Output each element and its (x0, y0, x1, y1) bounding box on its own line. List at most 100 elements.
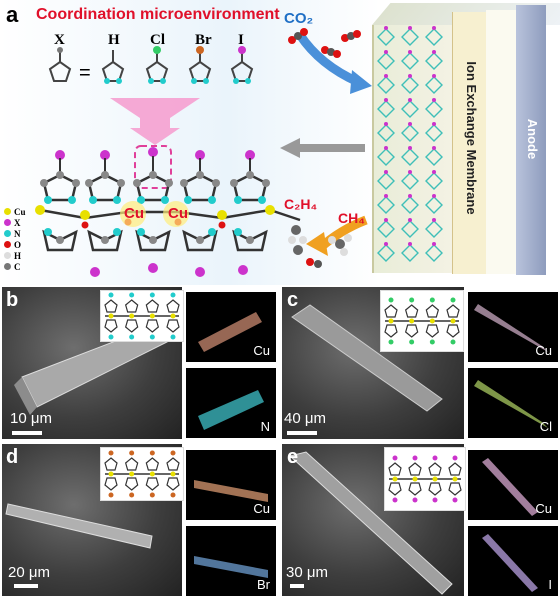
inset-structure-d (100, 447, 184, 501)
panel-a-title: Coordination microenvironment (36, 6, 280, 23)
crystal-unit (377, 244, 395, 262)
crystal-atom (432, 98, 436, 102)
legend-item-c: C (4, 261, 34, 272)
legend-item-x: X (4, 217, 34, 228)
scale-label-d: 20 μm (8, 564, 50, 581)
crystal-atom (408, 74, 412, 78)
inset-chain-diagram (388, 455, 462, 503)
substituent-label-i: I (238, 32, 244, 48)
crystal-atom (432, 242, 436, 246)
c2h4-label: C₂H₄ (284, 196, 318, 212)
crystal-atom (408, 122, 412, 126)
co2-label: CO₂ (284, 10, 314, 27)
legend-dot-x (4, 219, 11, 226)
eds-map-b-cu-label: Cu (253, 343, 270, 358)
crystal-e (288, 451, 453, 595)
crystal-atom (384, 218, 388, 222)
crystal-atom (384, 194, 388, 198)
legend-item-cu: Cu (4, 206, 34, 217)
crystal-atom (408, 218, 412, 222)
crystal-d (5, 503, 153, 549)
substituent-label-cl: Cl (150, 32, 165, 48)
legend-text: Cu (14, 206, 26, 217)
equals-sign: = (79, 62, 91, 84)
eds-signal (198, 312, 262, 352)
crystal-atom (408, 170, 412, 174)
crystal-unit (401, 100, 419, 118)
molecular-structure-diagram (35, 28, 372, 277)
crystal-unit (377, 28, 395, 46)
eds-map-e-i: I (468, 526, 558, 596)
eds-map-d-cu-label: Cu (253, 501, 270, 516)
eds-map-c-cl: Cl (468, 368, 558, 438)
crystal-unit (401, 244, 419, 262)
cu-label-right: Cu (168, 205, 188, 222)
inset-structure-c (380, 290, 464, 352)
eds-map-d-br-label: Br (257, 577, 270, 592)
inset-chain-diagram (104, 292, 180, 340)
inset-structure-e (384, 447, 466, 511)
eds-map-c-cu: Cu (468, 292, 558, 362)
grey-left-arrow (280, 138, 365, 158)
crystal-unit (401, 124, 419, 142)
eds-signal-region (198, 312, 262, 352)
crystal-unit (425, 148, 443, 166)
crystal-unit (425, 124, 443, 142)
crystal-atom (408, 242, 412, 246)
legend-text: N (14, 228, 21, 239)
scale-bar-d (14, 584, 38, 588)
panel-label-d: d (6, 446, 19, 468)
legend-dot-cu (4, 208, 11, 215)
eds-signal-region (194, 480, 268, 502)
crystal-unit (377, 148, 395, 166)
anode-label: Anode (525, 118, 540, 160)
crystal-atom (384, 74, 388, 78)
crystal-unit (425, 244, 443, 262)
eds-signal-region (482, 458, 538, 516)
crystal-unit (377, 196, 395, 214)
crystal-atom (408, 26, 412, 30)
eds-signal (482, 458, 538, 516)
legend-item-h: H (4, 250, 34, 261)
legend-text: H (14, 250, 22, 261)
crystal-unit (377, 100, 395, 118)
crystal-atom (432, 218, 436, 222)
crystal-c (291, 304, 443, 412)
legend-text: C (14, 261, 21, 272)
crystal-atom (432, 170, 436, 174)
crystal-unit (401, 28, 419, 46)
substituent-label-h: H (108, 32, 120, 48)
crystal-atom (408, 194, 412, 198)
panel-label-c: c (287, 289, 299, 311)
legend-text: O (14, 239, 22, 250)
crystal-b (14, 326, 168, 415)
crystal-unit (401, 52, 419, 70)
legend-text: X (14, 217, 21, 228)
crystal-unit (425, 76, 443, 94)
crystal-atom (432, 194, 436, 198)
crystal-atom (432, 74, 436, 78)
eds-signal (194, 556, 268, 578)
legend-item-n: N (4, 228, 34, 239)
crystal-unit (377, 220, 395, 238)
crystal-unit (425, 220, 443, 238)
eds-signal-region (194, 556, 268, 578)
crystal-atom (432, 26, 436, 30)
pink-down-arrow (110, 98, 200, 145)
panel-label-e: e (287, 446, 299, 468)
eds-signal (474, 304, 548, 352)
membrane-label: Ion Exchange Membrane (464, 61, 479, 215)
crystal-atom (432, 50, 436, 54)
substituent-label-br: Br (195, 32, 212, 48)
crystal-atom (408, 50, 412, 54)
crystal-unit (401, 220, 419, 238)
scale-bar-b (12, 431, 42, 435)
eds-map-d-cu: Cu (186, 450, 276, 520)
legend-item-o: O (4, 239, 34, 250)
scale-bar-e (290, 584, 304, 588)
crystal-unit (377, 76, 395, 94)
substituent-label-x: X (54, 32, 65, 48)
anode-layer (516, 5, 546, 275)
crystal-atom (408, 98, 412, 102)
